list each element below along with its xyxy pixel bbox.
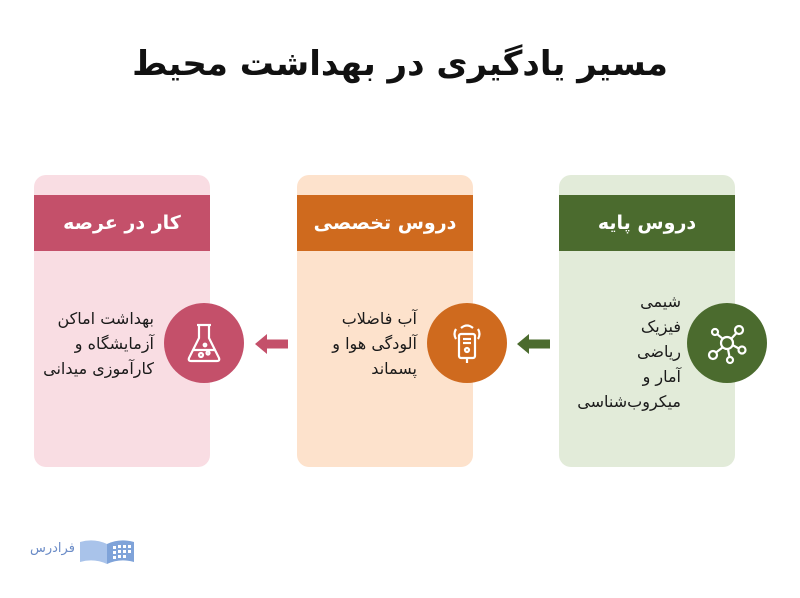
basic-line-5: میکروب‌شناسی xyxy=(577,392,681,411)
basic-line-4: آمار و xyxy=(642,367,681,386)
field-line-3: کارآموزی میدانی xyxy=(43,359,154,378)
book-logo-icon xyxy=(76,534,138,570)
card-header-field: کار در عرصه xyxy=(34,195,210,251)
page-title: مسیر یادگیری در بهداشت محیط xyxy=(132,44,668,84)
arrow-left-icon xyxy=(255,333,289,359)
card-specialized-courses: دروس تخصصی آب فاضلاب آلودگی هوا و پسماند xyxy=(297,175,473,467)
specialized-line-2: آلودگی هوا و xyxy=(332,334,417,353)
logo-text: فرادرس xyxy=(30,541,75,556)
card-text-specialized: آب فاضلاب آلودگی هوا و پسماند xyxy=(332,306,417,381)
basic-line-1: شیمی xyxy=(640,292,681,311)
flask-icon xyxy=(164,303,244,383)
card-header-specialized: دروس تخصصی xyxy=(297,195,473,251)
card-text-field: بهداشت اماکن آزمایشگاه و کارآموزی میدانی xyxy=(43,306,154,381)
card-text-basic: شیمی فیزیک ریاضی آمار و میکروب‌شناسی xyxy=(577,289,681,414)
basic-line-3: ریاضی xyxy=(637,342,681,361)
basic-line-2: فیزیک xyxy=(640,317,681,336)
field-line-1: بهداشت اماکن xyxy=(57,309,154,328)
arrow-left-icon xyxy=(517,333,551,359)
sensor-icon xyxy=(427,303,507,383)
specialized-line-1: آب فاضلاب xyxy=(341,309,417,328)
field-line-2: آزمایشگاه و xyxy=(74,334,154,353)
specialized-line-3: پسماند xyxy=(371,359,417,378)
card-header-basic: دروس پایه xyxy=(559,195,735,251)
molecule-icon xyxy=(687,303,767,383)
